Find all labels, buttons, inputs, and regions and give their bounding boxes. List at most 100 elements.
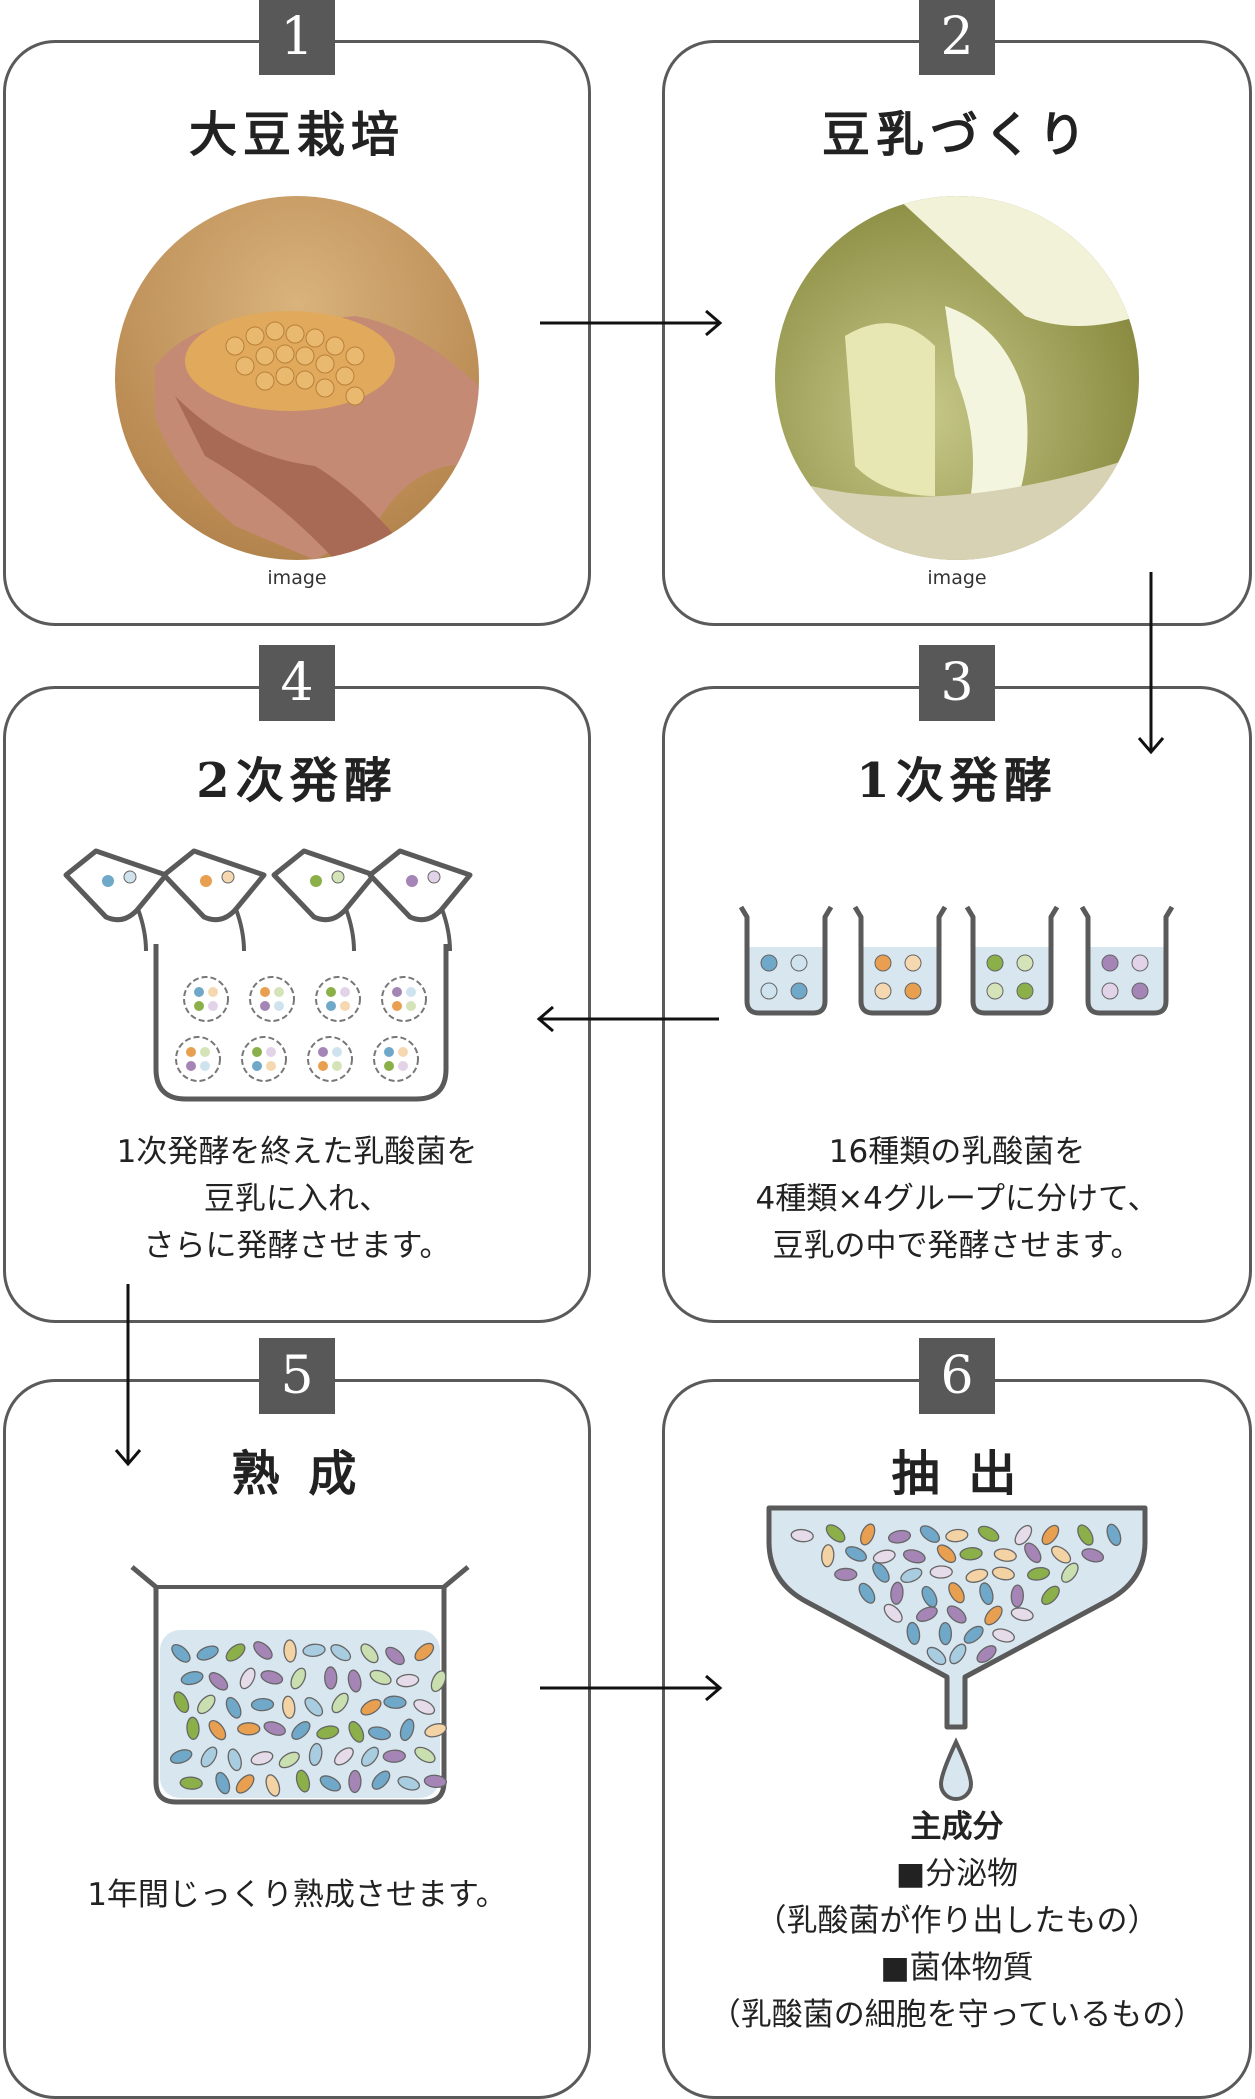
bacteria-dot [904,954,922,972]
bacteria-leaf [197,1694,216,1715]
bacteria-dot [260,987,270,997]
arrow-left-icon [536,1005,719,1033]
step-title: 熟 成 [231,1446,363,1502]
bacteria-leaf [348,1720,365,1743]
step-number-badge: 2 [919,0,995,75]
bacteria-cluster-icon [249,976,295,1022]
bacteria-leaf [397,1776,421,1791]
bacteria-leaf [360,1643,379,1664]
bacteria-dot [406,1001,416,1011]
primary-fermentation-illustration [738,905,1175,1016]
bacteria-leaf [1010,1607,1034,1622]
bacteria-leaf [945,1528,969,1543]
bacteria-leaf [979,1582,994,1605]
step-number-badge: 4 [259,645,335,721]
description-line: （乳酸菌が作り出したもの） [755,1903,1159,1939]
bacteria-leaf [915,1606,938,1622]
bacteria-leaf [883,1603,903,1623]
bacteria-dot [208,987,218,997]
tilted-beaker-icon [161,848,267,923]
bacteria-leaf [1041,1585,1060,1606]
bacteria-leaf [360,1698,382,1716]
bacteria-leaf [423,1774,448,1789]
bacteria-leaf [1061,1562,1079,1583]
step-title: 豆乳づくり [821,107,1092,163]
bacteria-cluster-icon [381,976,427,1022]
beaker-liquid [1088,947,1166,1011]
tilted-beaker-icon [271,848,377,923]
bacteria-leaf [977,1525,1000,1542]
bacteria-cluster-icon [315,976,361,1022]
bacteria-leaf [348,1769,362,1794]
bacteria-leaf [926,1646,947,1666]
bacteria-leaf [333,1747,354,1766]
bacteria-dot [1016,954,1034,972]
bacteria-leaf [845,1546,867,1562]
bacteria-leaf [304,1697,324,1717]
bacteria-cluster-icon [307,1036,353,1082]
bacteria-leaf [948,1582,965,1604]
bacteria-leaf [414,1642,435,1662]
bacteria-dot [221,870,235,884]
description-line: ■分泌物 [895,1856,1019,1892]
bacteria-dot [332,1047,342,1057]
bacteria-dot [398,1061,408,1071]
bacteria-leaf [253,1641,273,1660]
bacteria-dot [274,1001,284,1011]
bacteria-leaf [900,1567,923,1584]
description-line: （乳酸菌の細胞を守っているもの） [709,1997,1205,2033]
step-card-3: 3 1次発酵 16種類の乳酸菌を 4種類×4グループに分けて、 豆乳の中で発酵さ… [662,645,1252,1323]
bacteria-leaf [179,1776,203,1790]
bacteria-leaf [946,1605,967,1624]
soymilk-photo [775,196,1139,560]
bacteria-dot [874,982,892,1000]
bacteria-leaf [361,1746,380,1767]
aging-beaker-illustration [130,1565,470,1805]
bacteria-leaf [263,1721,286,1736]
bacteria-dot [1016,982,1034,1000]
bacteria-leaf [872,1562,890,1583]
bacteria-leaf [186,1716,200,1740]
bacteria-leaf [1014,1524,1033,1546]
description-line: さらに発酵させます。 [143,1228,451,1264]
photo-caption: image [267,567,327,589]
step-description: 主成分 ■分泌物 （乳酸菌が作り出したもの） ■菌体物質 （乳酸菌の細胞を守って… [665,1804,1249,2039]
description-line: 4種類×4グループに分けて、 [755,1181,1159,1217]
step-number-badge: 6 [919,1338,995,1414]
bacteria-leaf [929,1565,953,1579]
bacteria-dot [384,1061,394,1071]
bacteria-leaf [1106,1523,1122,1547]
bacteria-leaf [938,1621,953,1646]
bacteria-leaf [308,1742,323,1767]
bacteria-dot [427,870,441,884]
bacteria-leaf [196,1645,219,1661]
bacteria-leaf [282,1695,296,1719]
bacteria-dot [260,1001,270,1011]
bacteria-leaf [180,1671,204,1686]
bacteria-leaf [1041,1524,1060,1546]
secondary-fermentation-illustration [63,848,473,1102]
arrow-right-icon [540,309,723,337]
bacteria-leaf [992,1628,1015,1643]
bacteria-leaf [430,1670,447,1693]
step-number-badge: 1 [259,0,335,75]
container-icon [153,944,449,1102]
bacteria-dot [340,987,350,997]
step-description: 16種類の乳酸菌を 4種類×4グループに分けて、 豆乳の中で発酵させます。 [665,1129,1249,1270]
bacteria-leaf [976,1645,997,1663]
pour-stream [234,908,246,952]
bacteria-leaf [278,1751,300,1769]
bacteria-leaf [424,1723,447,1738]
bacteria-dot [310,875,322,887]
bacteria-leaf [385,1646,405,1666]
bacteria-dot [318,1047,328,1057]
bacteria-dot [1131,954,1149,972]
step-title: 抽 出 [891,1446,1023,1502]
bacteria-leaf [225,1643,246,1662]
bacteria-leaf [991,1566,1015,1581]
bacteria-cluster-icon [373,1036,419,1082]
pour-stream [440,908,452,952]
bacteria-leaf [208,1719,227,1741]
bacteria-dot [392,987,402,997]
beaker-icon [1079,905,1175,1016]
